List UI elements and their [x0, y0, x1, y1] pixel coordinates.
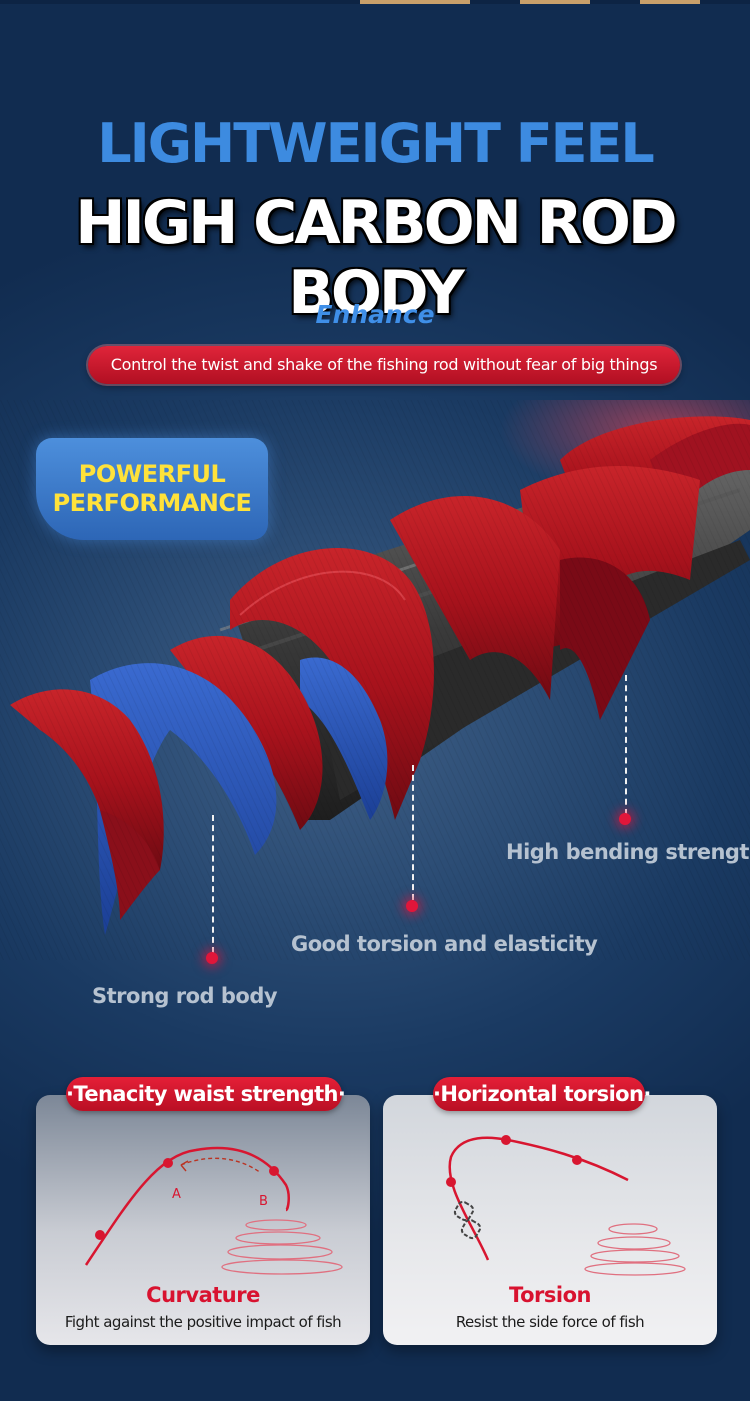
torsion-marker-dot	[406, 900, 418, 912]
badge-line-2: PERFORMANCE	[52, 489, 252, 517]
bending-marker-dot	[619, 813, 631, 825]
curvature-diagram: A B	[84, 1146, 343, 1275]
point-a-label: A	[172, 1187, 181, 1202]
top-strip	[0, 0, 750, 4]
card-tab-horizontal-torsion: ·Horizontal torsion·	[433, 1077, 651, 1111]
curvature-title: Curvature	[146, 1283, 260, 1307]
curvature-card: ·Tenacity waist strength· A B Curvature …	[36, 1077, 370, 1345]
powerful-performance-badge: POWERFUL PERFORMANCE	[36, 438, 268, 540]
callout-bending-strength: High bending strength	[506, 840, 750, 864]
callout-strong-rod-body: Strong rod body	[92, 984, 278, 1008]
page-title: HIGH CARBON ROD BODY	[75, 188, 677, 328]
card-tab-tenacity: ·Tenacity waist strength·	[66, 1077, 346, 1111]
enhance-label: Enhance	[315, 300, 435, 329]
point-b-label: B	[259, 1194, 268, 1209]
torsion-title: Torsion	[509, 1283, 591, 1307]
body-dashed-line	[212, 815, 214, 953]
badge-line-1: POWERFUL	[78, 460, 226, 488]
subtitle-heading: LIGHTWEIGHT FEEL	[97, 112, 655, 175]
bending-dashed-line	[625, 675, 627, 815]
torsion-dashed-line	[412, 765, 414, 900]
tagline-pill: Control the twist and shake of the fishi…	[88, 346, 680, 384]
curvature-description: Fight against the positive impact of fis…	[64, 1313, 342, 1331]
body-marker-dot	[206, 952, 218, 964]
callout-torsion-elasticity: Good torsion and elasticity	[291, 932, 598, 956]
carbon-rod-illustration	[0, 400, 750, 960]
torsion-description: Resist the side force of fish	[455, 1313, 645, 1331]
torsion-card: ·Horizontal torsion· Torsion Resist the …	[383, 1077, 717, 1345]
torsion-diagram	[446, 1135, 686, 1276]
